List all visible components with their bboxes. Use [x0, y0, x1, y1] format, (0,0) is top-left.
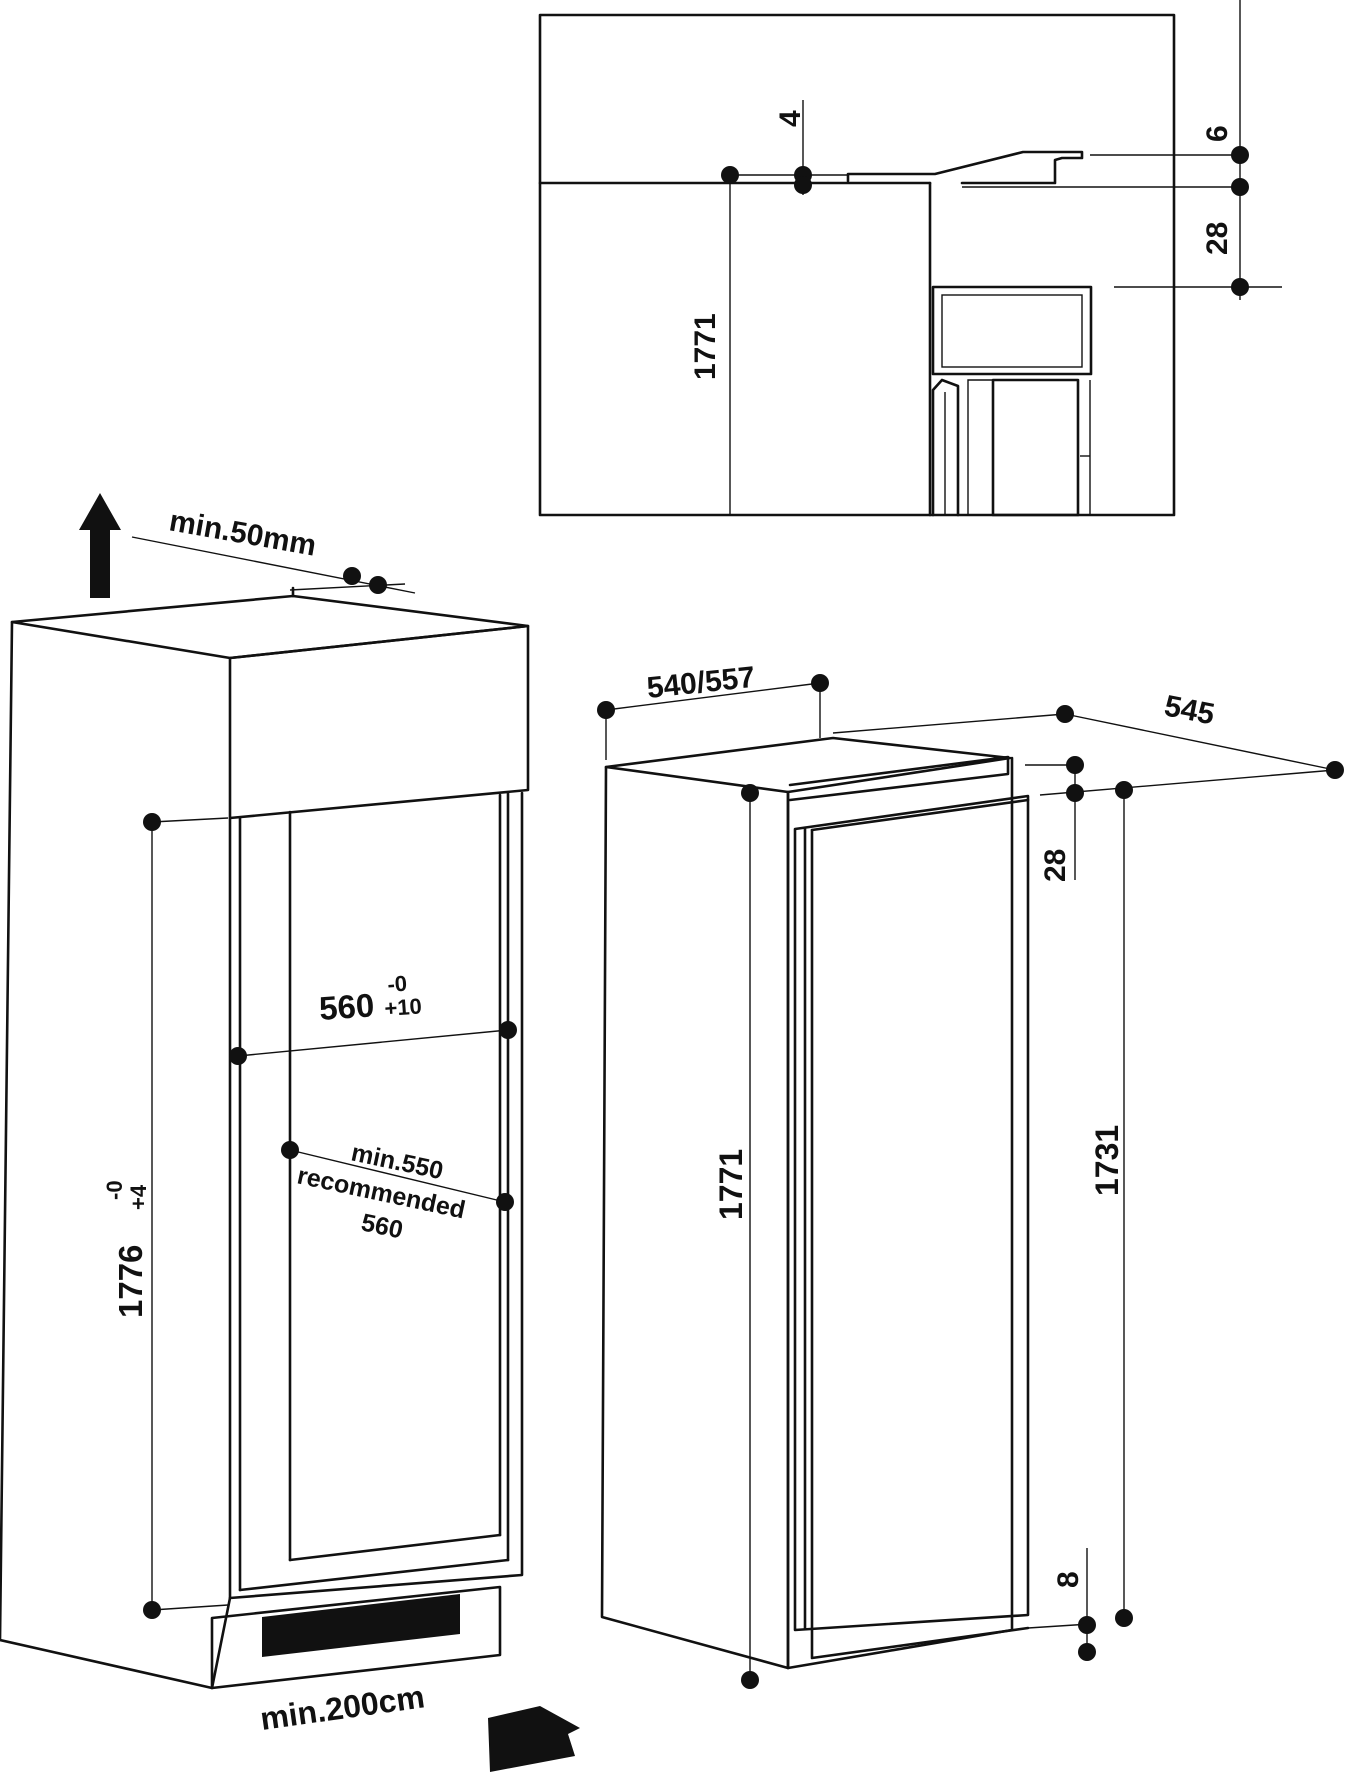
appliance-left-side — [600, 765, 790, 1670]
door-top-offset-label: 28 — [1039, 849, 1072, 882]
dim-dot — [741, 784, 759, 802]
gap-dim-line — [131, 536, 416, 594]
vent-grille — [262, 1594, 460, 1657]
dim-dot — [741, 1671, 759, 1689]
dim-dot — [1231, 146, 1249, 164]
niche-depth-line — [289, 1149, 506, 1203]
detail-component — [931, 285, 1093, 376]
appliance-door-inner — [810, 828, 1030, 1660]
appliance-door-top-line — [810, 798, 1030, 832]
dim-dot — [343, 567, 361, 585]
niche-height-ext — [151, 1604, 229, 1611]
appliance-front — [786, 756, 1014, 1670]
detail-gap-a-label: 4 — [774, 110, 807, 127]
appliance-height-label: 1771 — [713, 1149, 749, 1220]
dim-dot — [369, 576, 387, 594]
niche-floor-front — [238, 1558, 510, 1592]
niche-height-label: 1776 — [112, 1245, 149, 1318]
min-vent-label: min.200cm — [258, 1678, 427, 1737]
dim-dot — [1078, 1643, 1096, 1661]
cabinet-plinth — [210, 1585, 502, 1690]
dim-dot — [1115, 781, 1133, 799]
min-gap-label: min.50mm — [167, 504, 319, 562]
appliance-depth-label: 545 — [1162, 689, 1217, 731]
cabinet-top-front — [228, 624, 530, 820]
dim-dot — [229, 1047, 247, 1065]
dim-dot — [1066, 756, 1084, 774]
detail-frame — [538, 13, 1176, 517]
dim-dot — [1115, 1609, 1133, 1627]
dim-dot — [1078, 1616, 1096, 1634]
dim-dot — [143, 1601, 161, 1619]
dim-dot — [1231, 278, 1249, 296]
detail-height-label: 1771 — [689, 313, 722, 380]
niche-right-wall-outer — [228, 791, 524, 1600]
niche-width-label: 560 — [318, 986, 376, 1027]
detail-panel-line — [967, 379, 992, 515]
appliance-width-label: 540/557 — [645, 661, 756, 705]
dim-dot — [1056, 705, 1074, 723]
niche-depth-label-3: 560 — [359, 1208, 406, 1244]
detail-hinge — [931, 378, 960, 517]
dim-dot — [496, 1193, 514, 1211]
cabinet-top-face — [10, 594, 530, 660]
niche-width-tol-bottom: +10 — [384, 993, 423, 1021]
vent-arrow-in-icon — [488, 1706, 580, 1772]
niche-width-line — [237, 1029, 509, 1057]
niche-floor-back — [288, 1533, 502, 1562]
detail-gap-c-label: 28 — [1201, 222, 1234, 255]
dim-dot — [1231, 178, 1249, 196]
cabinet-niche: min.50mm min.200cm 560 -0 +10 min.550 re… — [0, 493, 580, 1772]
dim-dot — [1066, 784, 1084, 802]
niche-height-tol-top: -0 — [102, 1180, 127, 1200]
dim-dot — [597, 701, 615, 719]
door-bottom-offset-label: 8 — [1052, 1571, 1085, 1588]
vent-arrow-up-icon — [79, 493, 121, 598]
niche-width-tol-top: -0 — [387, 971, 408, 997]
detail-door — [991, 378, 1080, 517]
niche-height-tol-bottom: +4 — [126, 1184, 151, 1210]
appliance-top-face — [604, 736, 1012, 794]
appliance-depth-ext — [832, 713, 1066, 734]
appliance-door — [793, 794, 1030, 1632]
appliance: 540/557 545 1771 1731 28 8 — [597, 661, 1344, 1689]
dim-dot — [1326, 761, 1344, 779]
appliance-depth-ext — [1039, 769, 1336, 796]
appliance-depth-line — [1064, 713, 1336, 771]
dim-dot — [281, 1141, 299, 1159]
dim-dot — [811, 674, 829, 692]
door-height-label: 1731 — [1089, 1125, 1125, 1196]
detail-view: 1771 4 6 28 — [538, 0, 1282, 517]
detail-appliance-top — [846, 150, 1084, 185]
dim-dot — [721, 166, 739, 184]
dim-dot — [143, 813, 161, 831]
appliance-width-line — [605, 682, 821, 711]
dim-dot — [499, 1021, 517, 1039]
detail-gap-b-label: 6 — [1201, 125, 1234, 142]
detail-component-inner — [941, 294, 1083, 368]
niche-height-ext — [151, 817, 229, 823]
dim-dot — [794, 176, 812, 194]
appliance-top-trim — [788, 755, 1010, 802]
cabinet-left-side — [0, 620, 232, 1690]
